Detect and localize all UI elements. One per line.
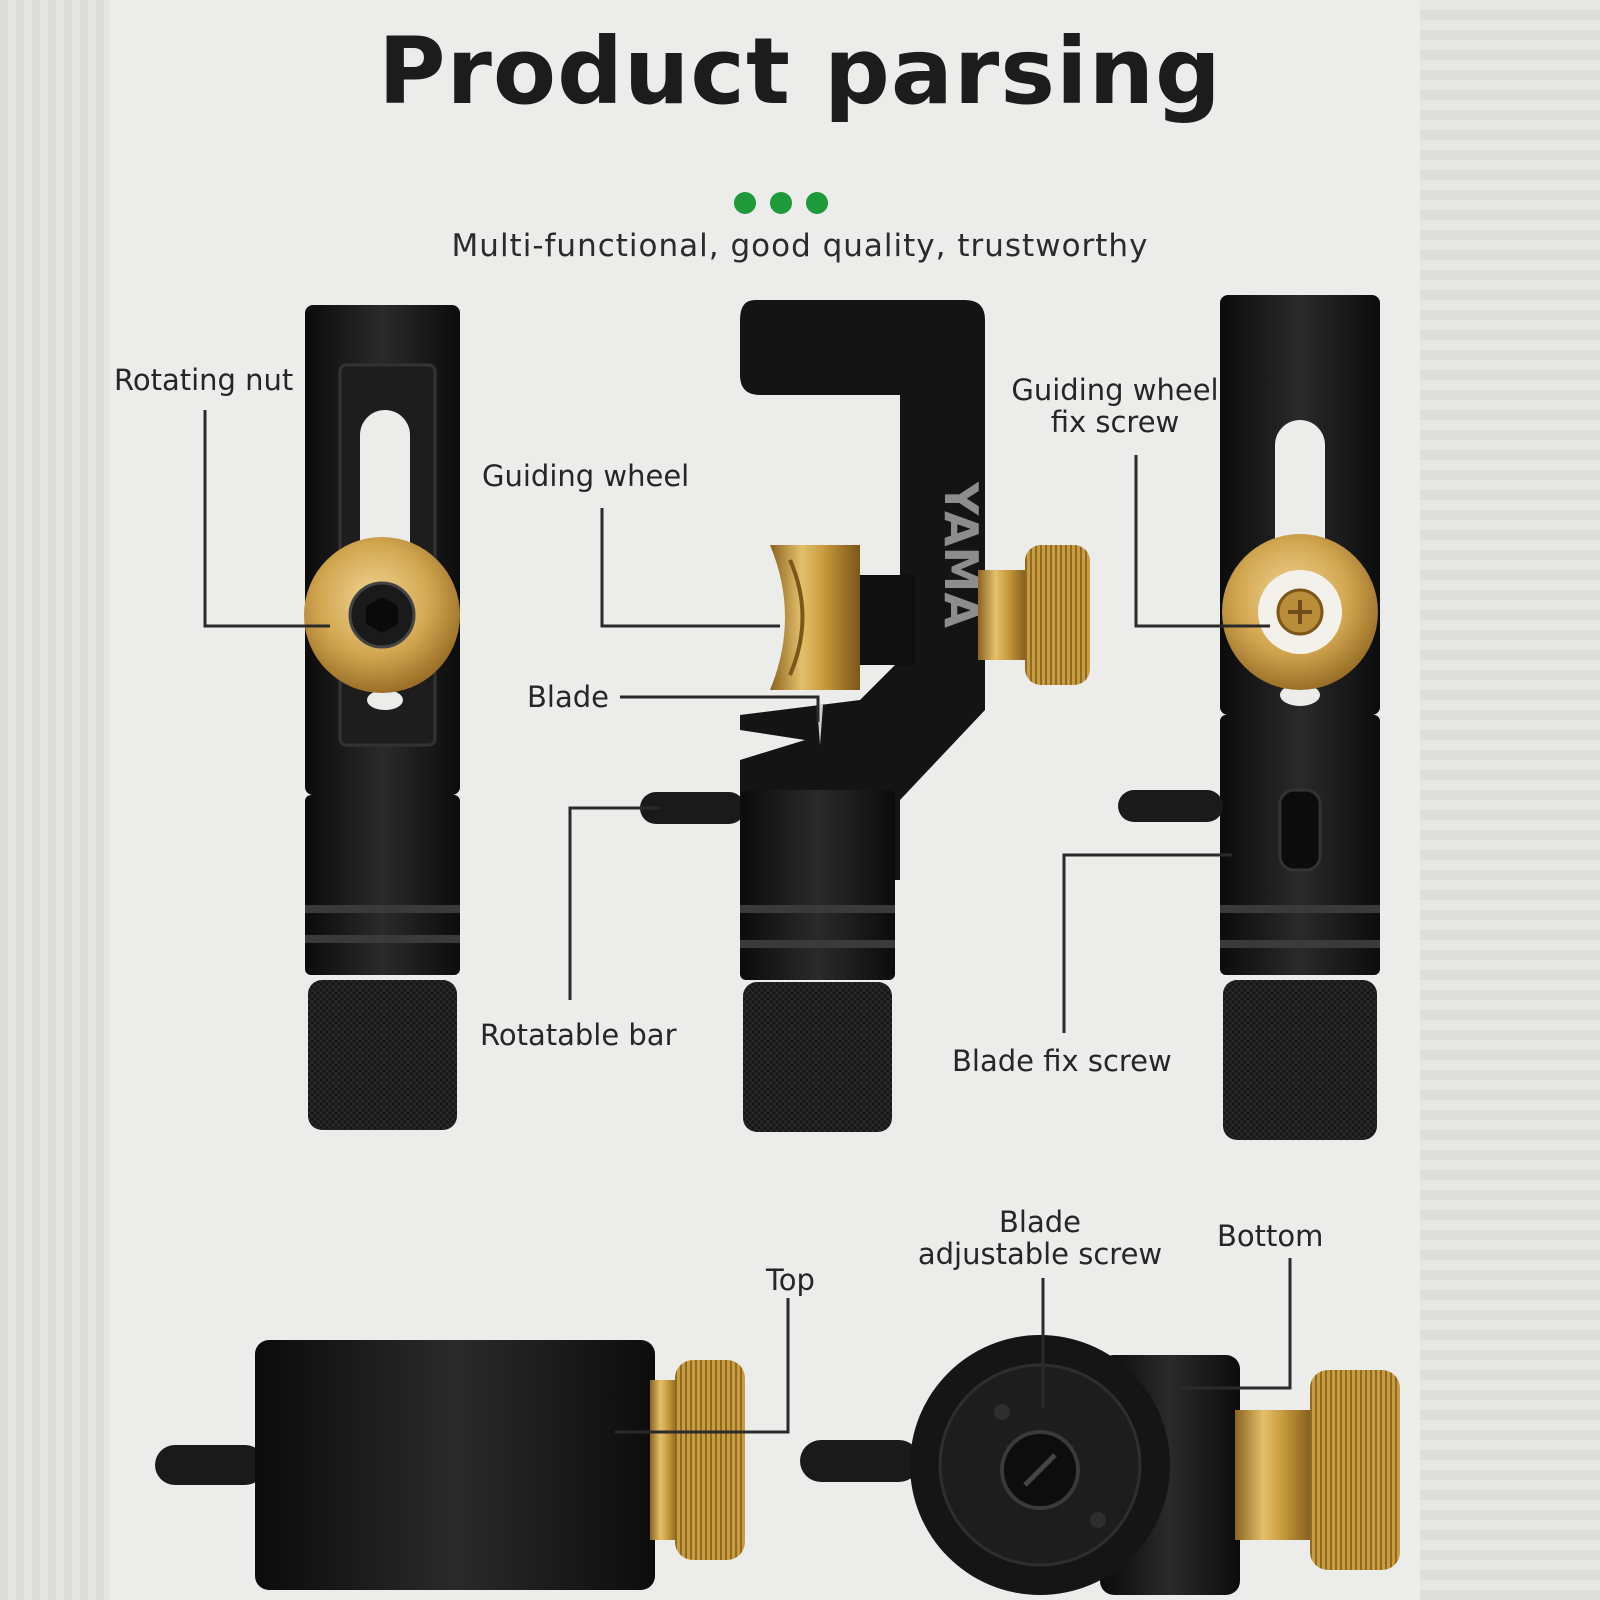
label-guiding-wheel-fix-screw: Guiding wheel fix screw <box>1005 374 1225 438</box>
leader-lines <box>203 410 1292 1434</box>
screw-slot-icon <box>1023 1453 1057 1487</box>
rotatable-bar-icon <box>640 792 745 824</box>
accent-dot <box>734 192 756 214</box>
center-tool-body <box>740 790 895 980</box>
right-tool-ring <box>1220 905 1380 913</box>
right-tool-view <box>1118 295 1380 1140</box>
label-blade-adjustable-screw: Blade adjustable screw <box>910 1206 1170 1270</box>
disc-hole <box>1090 1512 1106 1528</box>
label-blade-fix-screw: Blade fix screw <box>952 1044 1172 1078</box>
left-tool-ring <box>305 935 460 943</box>
left-tool-ring <box>305 905 460 913</box>
leader-blade <box>620 695 820 722</box>
left-tool-body <box>305 795 460 975</box>
left-tool-slot <box>360 410 410 570</box>
center-tool-knurled-knob <box>743 982 892 1132</box>
leader-guiding-wheel-fix-screw <box>1134 455 1270 628</box>
center-tool-ring <box>740 905 895 913</box>
top-view-body <box>255 1340 655 1590</box>
right-tool-ring <box>1220 940 1380 948</box>
leader-blade-fix-screw <box>1062 853 1232 1033</box>
bottom-view-shaft <box>1235 1410 1315 1540</box>
top-view-bar <box>155 1445 265 1485</box>
label-bottom: Bottom <box>1217 1219 1324 1253</box>
leader-guiding-wheel <box>600 508 780 628</box>
accent-dot <box>806 192 828 214</box>
leader-top <box>615 1298 790 1434</box>
subtitle: Multi-functional, good quality, trustwor… <box>451 228 1149 264</box>
label-blade-adjustable-screw-line2: adjustable screw <box>917 1237 1163 1271</box>
leader-rotating-nut <box>203 410 330 628</box>
label-guiding-wheel-fix-screw-line1: Guiding wheel <box>1011 373 1219 407</box>
left-tool-view <box>304 305 460 1130</box>
axle <box>860 575 915 665</box>
accent-dot <box>770 192 792 214</box>
bottom-view-bar <box>800 1440 920 1482</box>
leader-rotatable-bar <box>568 806 660 1000</box>
brass-knurled-knob-icon <box>1025 545 1090 685</box>
label-blade: Blade <box>527 680 609 714</box>
guiding-wheel-icon <box>770 545 860 690</box>
label-rotatable-bar: Rotatable bar <box>480 1018 677 1052</box>
label-guiding-wheel-fix-screw-line2: fix screw <box>1050 405 1180 439</box>
top-view <box>155 1340 745 1590</box>
top-view-brass-knob <box>675 1360 745 1560</box>
right-tool-hole <box>1280 684 1320 706</box>
center-tool-view: YAMA <box>640 300 1090 1132</box>
bottom-view <box>800 1335 1400 1595</box>
phillips-head-icon <box>1288 600 1312 624</box>
center-tool-hook-body <box>740 300 985 880</box>
accent-dots <box>732 192 832 216</box>
label-blade-adjustable-screw-line1: Blade <box>999 1205 1081 1239</box>
guiding-wheel-groove <box>788 559 805 676</box>
brass-shaft <box>978 570 1028 660</box>
hex-socket-inner <box>366 597 398 633</box>
left-tool-hole <box>367 690 403 710</box>
bottom-view-brass-knob <box>1310 1370 1400 1570</box>
right-rotatable-bar <box>1118 790 1223 822</box>
blade-fix-screw-icon <box>1278 788 1322 872</box>
label-rotating-nut: Rotating nut <box>114 363 294 397</box>
leader-bottom <box>1180 1258 1292 1390</box>
right-tool-knurled-knob <box>1223 980 1377 1140</box>
page-title: Product parsing <box>378 18 1222 125</box>
label-top: Top <box>766 1263 815 1297</box>
background-texture-right <box>1420 0 1600 1600</box>
disc-hole <box>994 1404 1010 1420</box>
background-texture-left <box>0 0 110 1600</box>
center-tool-ring <box>740 940 895 948</box>
label-guiding-wheel: Guiding wheel <box>482 459 690 493</box>
left-tool-knurled-knob <box>308 980 457 1130</box>
